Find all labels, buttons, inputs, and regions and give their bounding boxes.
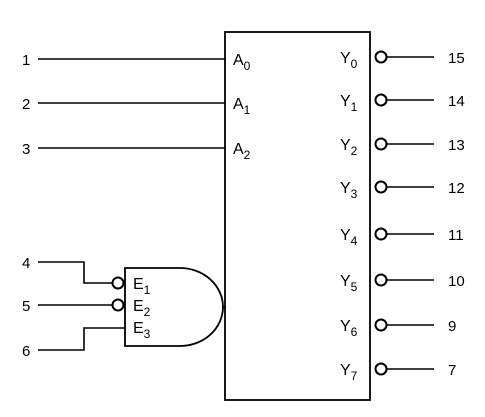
pin-number-y6: 9: [448, 318, 456, 335]
output-y2: Y2 13: [340, 137, 465, 158]
label-y0: Y0: [340, 50, 358, 71]
inversion-bubble-e2: [111, 298, 125, 312]
label-e2: E2: [133, 298, 151, 319]
output-y4: Y4 11: [340, 227, 464, 248]
decoder-chip-body: [224, 31, 371, 401]
output-y5: Y5 10: [340, 273, 465, 294]
output-y7: Y7 7: [340, 362, 456, 383]
label-y1: Y1: [340, 93, 358, 114]
inversion-bubble: [374, 362, 388, 376]
inversion-bubble-e1: [111, 276, 125, 290]
pin-number-a1: 2: [22, 96, 30, 113]
pin-number-y5: 10: [448, 273, 465, 290]
pin-number-a0: 1: [22, 52, 30, 69]
label-y3: Y3: [340, 180, 358, 201]
enable-line-e1: [38, 261, 112, 284]
pin-number-y7: 7: [448, 362, 456, 379]
pin-number-y1: 14: [448, 93, 465, 110]
enable-line-e3: [38, 327, 125, 351]
label-a1: A1: [233, 96, 251, 117]
label-e1: E1: [133, 276, 151, 297]
output-y0: Y0 15: [340, 50, 465, 71]
output-y6: Y6 9: [340, 318, 456, 339]
inversion-bubble: [374, 93, 388, 107]
label-y7: Y7: [340, 362, 358, 383]
inversion-bubble: [374, 318, 388, 332]
pin-number-e2: 5: [22, 298, 30, 315]
label-y5: Y5: [340, 273, 358, 294]
pin-number-e1: 4: [22, 255, 30, 272]
output-y3: Y3 12: [340, 180, 465, 201]
label-y2: Y2: [340, 137, 358, 158]
inversion-bubble: [374, 137, 388, 151]
label-y4: Y4: [340, 227, 358, 248]
label-y6: Y6: [340, 318, 358, 339]
inversion-bubble: [374, 227, 388, 241]
label-a2: A2: [233, 141, 251, 162]
inversion-bubble: [374, 180, 388, 194]
inversion-bubble: [374, 50, 388, 64]
label-a0: A0: [233, 52, 251, 73]
pin-number-y3: 12: [448, 180, 465, 197]
pin-number-y0: 15: [448, 50, 465, 67]
output-y1: Y1 14: [340, 93, 465, 114]
pin-number-y4: 11: [448, 227, 464, 244]
pin-number-e3: 6: [22, 343, 30, 360]
pin-number-y2: 13: [448, 137, 465, 154]
pin-number-a2: 3: [22, 141, 30, 158]
label-e3: E3: [133, 320, 151, 341]
inversion-bubble: [374, 273, 388, 287]
enable-and-gate: [124, 267, 224, 347]
